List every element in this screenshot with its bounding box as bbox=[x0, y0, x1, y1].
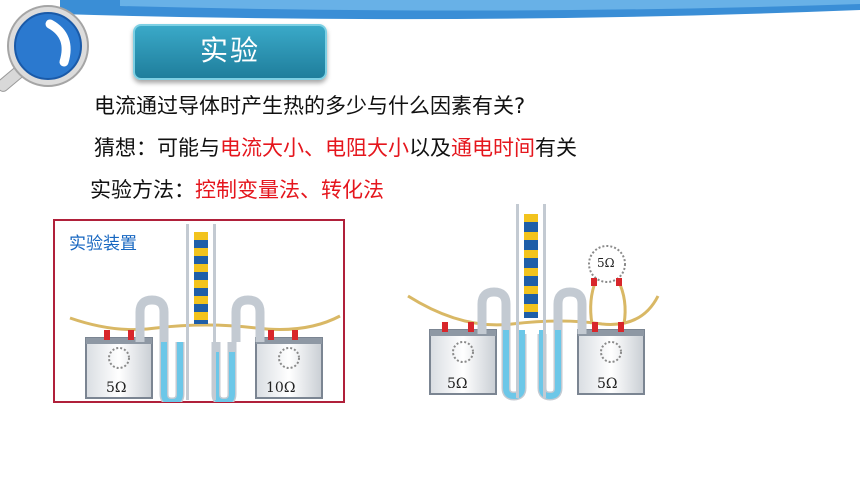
hypothesis-prefix: 猜想：可能与 bbox=[94, 136, 220, 160]
hypothesis-line: 猜想：可能与电流大小、电阻大小以及通电时间有关 bbox=[94, 132, 577, 162]
experiment-title: 实验 bbox=[133, 24, 327, 80]
factor-separator: 、 bbox=[304, 136, 325, 160]
top-banner bbox=[60, 0, 860, 20]
external-resistor-label: 5Ω bbox=[597, 256, 615, 270]
resistor-label-right-2: 5Ω bbox=[597, 376, 618, 392]
hypothesis-conjunction: 以及 bbox=[409, 136, 451, 160]
question-text: 电流通过导体时产生热的多少与什么因素有关? bbox=[94, 94, 526, 118]
resistor-label-left-2: 5Ω bbox=[447, 376, 468, 392]
hypothesis-suffix: 有关 bbox=[535, 136, 577, 160]
resistor-label-right: 10Ω bbox=[266, 380, 296, 396]
apparatus-label: 实验装置 bbox=[69, 234, 137, 254]
method-prefix: 实验方法： bbox=[90, 178, 195, 202]
apparatus-parallel-diagram bbox=[407, 204, 660, 401]
apparatus-series-diagram bbox=[69, 224, 341, 402]
factor-current: 电流大小 bbox=[220, 136, 304, 160]
magnifier-icon bbox=[0, 5, 89, 92]
factor-time: 通电时间 bbox=[451, 136, 535, 160]
apparatus-frame bbox=[53, 219, 345, 403]
resistor-label-left: 5Ω bbox=[106, 380, 127, 396]
method-value: 控制变量法、转化法 bbox=[195, 178, 384, 202]
factor-resistance: 电阻大小 bbox=[325, 136, 409, 160]
method-line: 实验方法：控制变量法、转化法 bbox=[90, 174, 384, 204]
